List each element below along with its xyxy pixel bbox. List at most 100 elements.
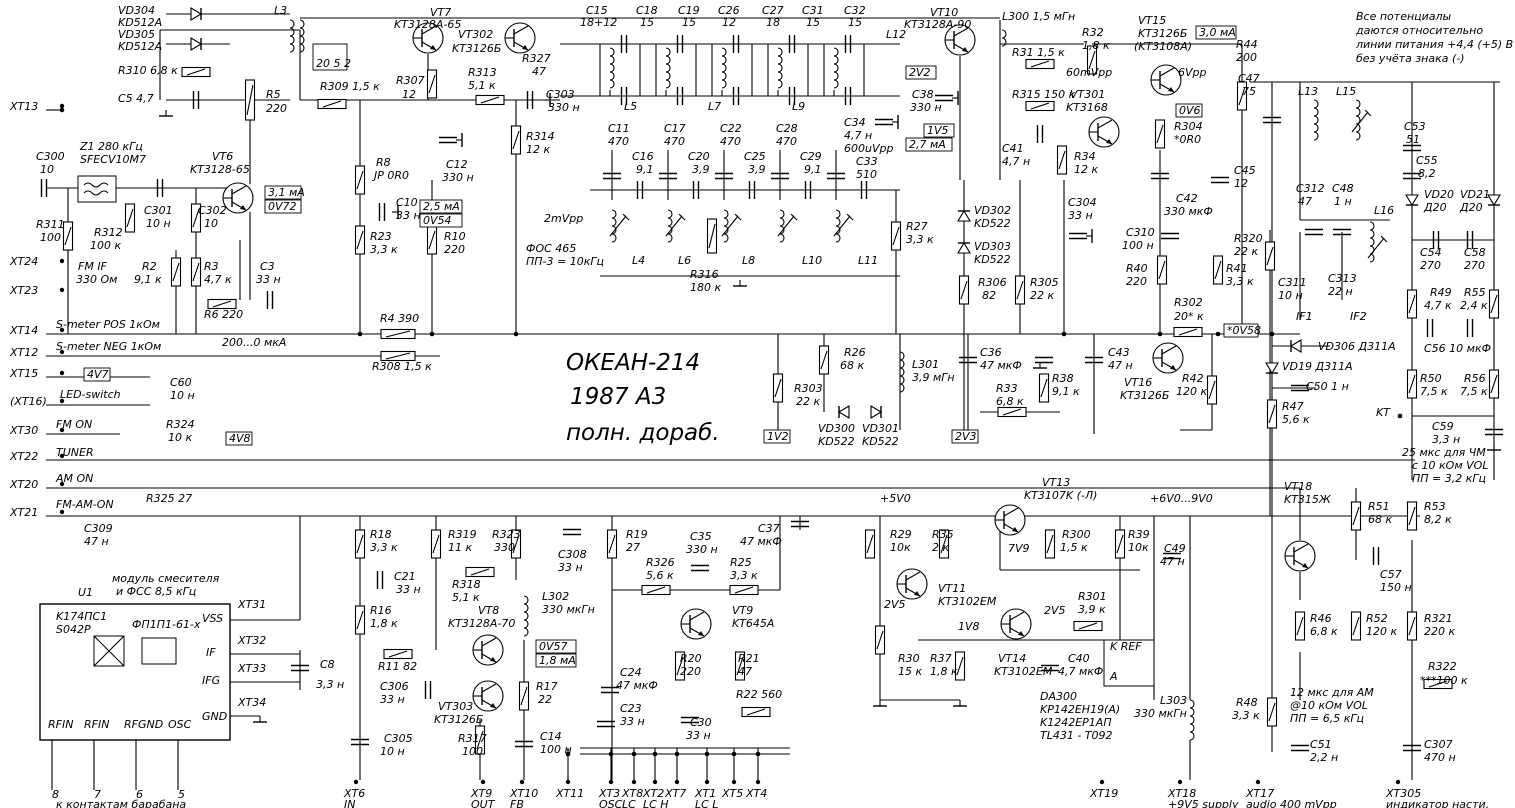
label-r11: R11 82: [378, 660, 417, 673]
label-c53v: 51: [1406, 133, 1420, 146]
resistor-mark: [734, 586, 754, 594]
label-r19v: 27: [626, 541, 640, 554]
label-c12: C12: [446, 158, 468, 171]
connector-sublabel: OUT: [471, 798, 496, 808]
tuning-arrow-head: [1364, 109, 1372, 117]
transistor-arrow: [490, 703, 496, 708]
connector-pin: [59, 453, 65, 459]
readout-frame: [419, 213, 463, 228]
connector-xt20: XT20: [9, 478, 65, 491]
label-c303: C303: [546, 88, 575, 101]
connector-label: XT17: [1245, 787, 1274, 800]
label-c304: C304: [1068, 196, 1097, 209]
label-pin5: 5: [178, 788, 185, 801]
connector-xt11: XT11: [555, 779, 584, 800]
resistor-mark: [1002, 408, 1022, 416]
label-c11v: 470: [608, 135, 629, 148]
label-r40v: 220: [1126, 275, 1147, 288]
label-if1: IF1: [1296, 310, 1313, 323]
ic-u1-module: [39, 603, 231, 741]
resistor-mark: [356, 534, 364, 554]
label-r303: R303: [794, 382, 823, 395]
label-l9: L9: [792, 100, 805, 113]
label-c23: C23: [620, 702, 642, 715]
label-vd303: VD303: [974, 240, 1011, 253]
label-kref: K REF: [1110, 640, 1142, 653]
resistor-mark: [746, 708, 766, 716]
label-r52: R52: [1366, 612, 1388, 625]
label-c60v: 10 н: [170, 389, 195, 402]
label-kt3126b2: KT3126Б: [1138, 27, 1187, 40]
label-l10: L10: [802, 254, 822, 267]
resistor-mark: [1490, 294, 1498, 314]
resistor-mark: [1266, 246, 1274, 266]
connector-label: XT2: [642, 787, 664, 800]
diode: [957, 209, 971, 222]
label-kt3126b1: KT3126Б: [452, 42, 501, 55]
resistor-mark: [940, 534, 948, 554]
junction-dot: [731, 751, 737, 757]
label-r20: R20: [680, 652, 702, 665]
label-c19v: 15: [682, 16, 696, 29]
connector-label: XT1: [694, 787, 716, 800]
label-r307: R307: [396, 74, 425, 87]
resistor-mark: [1352, 506, 1360, 526]
label-c309: C309: [84, 522, 113, 535]
label-c22v: 470: [720, 135, 741, 148]
label-r321: R321: [1424, 612, 1453, 625]
inductor: [1355, 99, 1361, 141]
readout-text: 20 5 2: [316, 57, 351, 70]
connector-sublabel: LC L: [695, 798, 718, 808]
readout-b31ma: 3,1 мА: [264, 185, 305, 200]
readout-text: 2,5 мА: [423, 200, 460, 213]
transistor-collector: [1161, 345, 1177, 355]
mixer-cross: [93, 635, 125, 667]
label-pin7: 7: [94, 788, 101, 801]
label-c35: C35: [690, 530, 712, 543]
label-c305v: 10 н: [380, 745, 405, 758]
label-r314: R314: [526, 130, 555, 143]
label-c310v: 100 н: [1122, 239, 1154, 252]
label-r31: R31 1,5 к: [1012, 46, 1065, 59]
label-vt9: VT9: [732, 604, 753, 617]
connector-label: XT20: [9, 478, 38, 491]
label-c300v: 10: [40, 163, 54, 176]
label-kt3168: KT3168: [1066, 101, 1108, 114]
label-c33v: 510: [856, 168, 877, 181]
label-vt18: VT18: [1284, 480, 1312, 493]
label-l301: L301: [912, 358, 939, 371]
label-ka: A: [1109, 670, 1118, 683]
connector-xt18: XT18+9V5 supply: [1167, 779, 1239, 808]
label-c14v: 100 н: [540, 743, 572, 756]
readout-frame: [1175, 103, 1203, 118]
label-smneg: S-meter NEG 1кОм: [56, 340, 161, 353]
label-xt33: XT33: [237, 662, 266, 675]
connector-xt21: XT21: [9, 506, 65, 519]
label-c32v: 15: [848, 16, 862, 29]
label-vd301: VD301: [862, 422, 899, 435]
label-c51v: 2,2 н: [1310, 751, 1338, 764]
inductor: [611, 209, 617, 243]
label-r51v: 68 к: [1368, 513, 1392, 526]
label-fos465: ФОС 465: [526, 242, 576, 255]
label-c313v: 22 н: [1328, 285, 1353, 298]
connector-pin: [674, 779, 680, 785]
label-kt3102em1: KT3102EM: [938, 595, 997, 608]
connector-label: XT23: [9, 284, 38, 297]
label-c27v: 18: [766, 16, 780, 29]
readout-b4v7: 4V7: [83, 367, 111, 382]
label-r320: R320: [1234, 232, 1263, 245]
resistor-mark: [1352, 616, 1360, 636]
connector-label: XT3: [598, 787, 620, 800]
connector-xt23: XT23: [9, 284, 65, 297]
label-c303v: 330 н: [548, 101, 580, 114]
connector-pin: [519, 779, 525, 785]
connector-label: XT9: [470, 787, 492, 800]
connector-pin: [1255, 779, 1261, 785]
label-r301: R301: [1078, 590, 1107, 603]
label-osc: OSC: [168, 718, 192, 731]
connector-xt12: XT12: [9, 346, 65, 359]
